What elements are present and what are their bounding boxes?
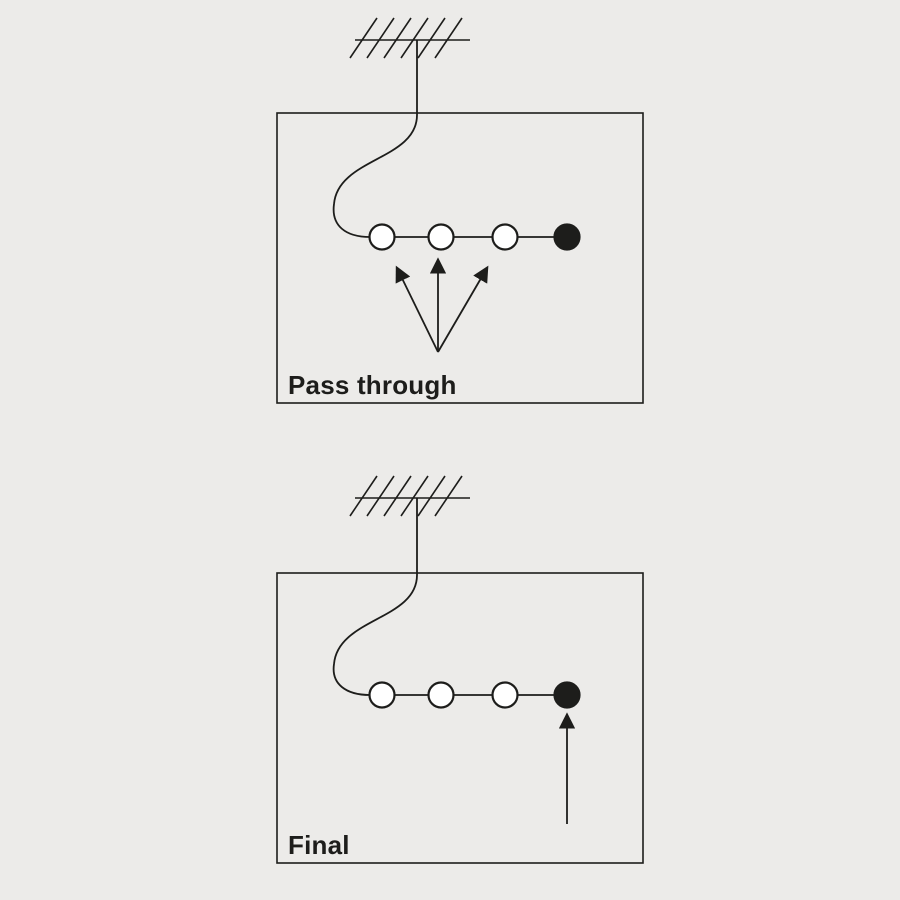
panel-label: Final xyxy=(288,830,350,860)
antenna-icon xyxy=(349,475,470,517)
terminated-port-circle xyxy=(553,223,581,251)
splitter-box-outline xyxy=(276,112,644,404)
pass-through-diagram xyxy=(276,17,644,404)
antenna-cable xyxy=(332,40,567,238)
open-port-circle xyxy=(491,681,519,709)
open-port-circle xyxy=(427,223,455,251)
port-row xyxy=(368,223,581,251)
antenna-cable xyxy=(332,498,567,696)
port-row xyxy=(368,681,581,709)
open-port-circle xyxy=(491,223,519,251)
pass-through-panel: Pass through xyxy=(270,8,650,418)
panel-label: Pass through xyxy=(288,370,457,400)
antenna-icon xyxy=(349,17,470,59)
output-arrow xyxy=(395,265,439,353)
open-port-circle xyxy=(368,681,396,709)
final-panel: Final xyxy=(270,462,650,872)
output-arrow xyxy=(437,265,489,353)
output-arrows xyxy=(395,257,489,353)
splitter-box-outline xyxy=(276,572,644,864)
terminated-port-circle xyxy=(553,681,581,709)
open-port-circle xyxy=(368,223,396,251)
final-diagram xyxy=(276,475,644,864)
open-port-circle xyxy=(427,681,455,709)
